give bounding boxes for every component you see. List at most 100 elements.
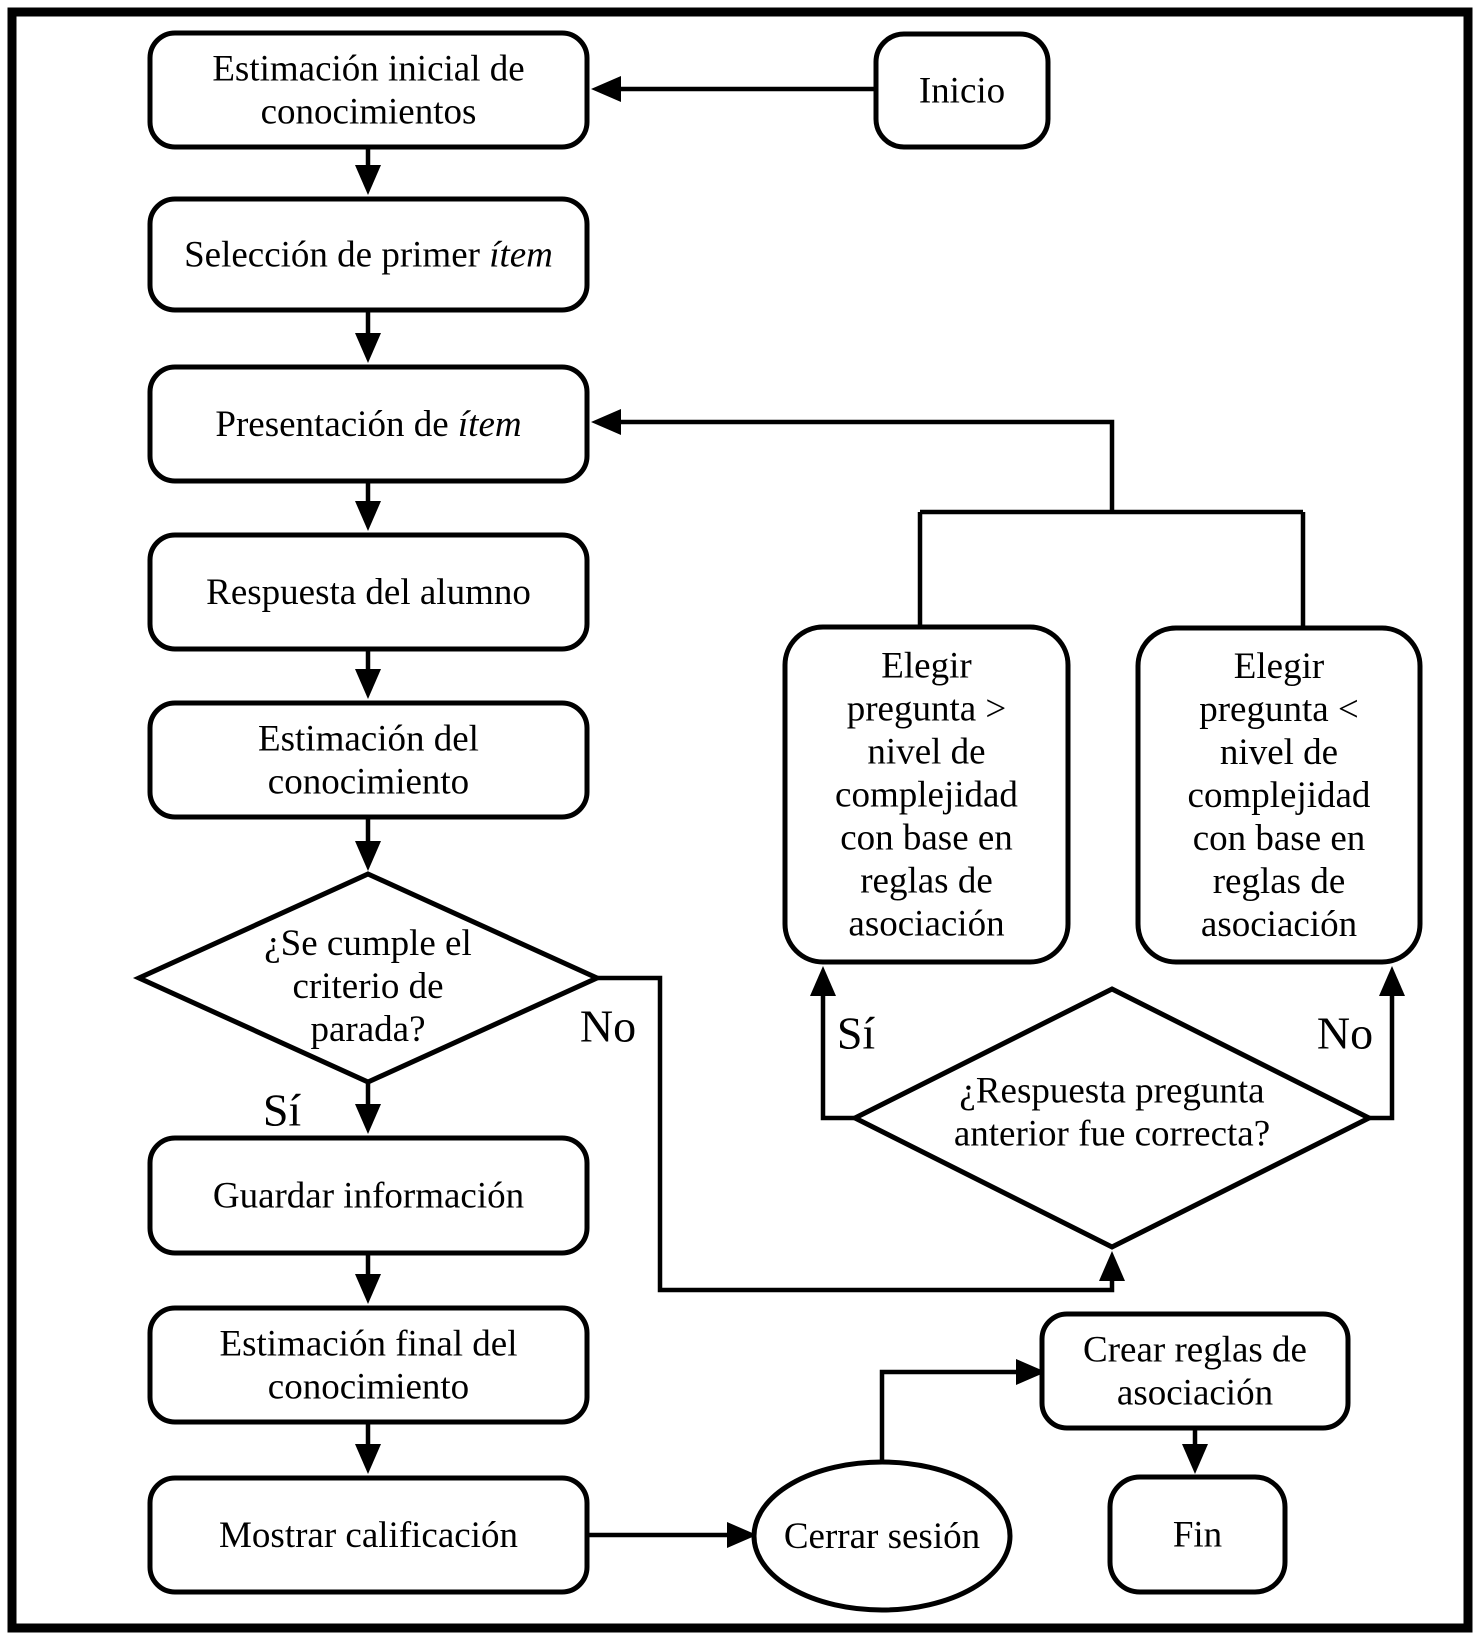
mostrar-calificacion-shape [147,1475,590,1595]
edge-junction-to-presentacion [591,409,1115,512]
cerrar-sesion-text-line: Cerrar sesión [784,1516,980,1557]
elegir-pregunta-mayor-text-line: complejidad [835,774,1018,815]
edge-estimacion-to-criterio [355,817,381,871]
edge-cerrar-sesion-to-crear-reglas [879,1359,1046,1462]
guardar-informacion-text-line: Guardar información [213,1175,524,1216]
elegir-pregunta-mayor-text-line: con base en [840,817,1013,858]
arrowhead-icon [355,841,381,871]
arrowhead-icon [355,1104,381,1134]
arrowhead-icon [355,669,381,699]
edge-line [597,975,1115,1293]
arrowhead-icon [355,333,381,363]
respuesta-correcta-text-line: anterior fue correcta? [954,1113,1270,1154]
respuesta-correcta-shape [849,986,1375,1250]
estimacion-conocimiento-shape [147,700,590,820]
crear-reglas-text-line: Crear reglas de [1083,1329,1307,1370]
respuesta-alumno-shape [147,532,590,652]
mostrar-calificacion-text-line: Mostrar calificación [219,1515,518,1556]
elegir-pregunta-mayor-text-line: pregunta > [847,688,1007,729]
estimacion-conocimiento-text-line: conocimiento [268,761,469,802]
elegir-pregunta-mayor-text-line: asociación [848,903,1004,944]
edge-criterio-si-to-guardar [355,1082,381,1134]
elegir-pregunta-mayor-text-line: reglas de [860,860,993,901]
node-cerrar-sesion: Cerrar sesión [751,1459,1013,1613]
node-seleccion-primer-item: Selección de primer ítem [147,196,590,313]
elegir-pregunta-menor-text-line: Elegir [1234,646,1324,687]
presentacion-item-shape [147,364,590,484]
edge-criterio-no-feedback [597,975,1125,1293]
node-guardar-informacion: Guardar información [147,1135,590,1256]
estimacion-inicial-shape [147,30,590,150]
arrowhead-icon [355,1274,381,1304]
crear-reglas-shape [1039,1311,1351,1431]
criterio-parada-text-line: parada? [310,1009,425,1050]
arrowhead-icon [1379,966,1405,996]
arrowhead-icon [1016,1359,1046,1385]
inicio-shape [873,31,1051,150]
arrowhead-icon [727,1522,757,1548]
edge-guardar-to-estimacion-final [355,1253,381,1304]
elegir-pregunta-mayor-shape [782,624,1071,965]
edge-correcta-si-to-elegir-mayor [810,966,855,1121]
seleccion-primer-item-text-line: Selección de primer ítem [184,234,553,275]
arrowhead-icon [591,76,621,102]
respuesta-correcta-label-si: Sí [837,1008,876,1059]
criterio-parada-shape [132,871,604,1085]
arrowhead-icon [810,966,836,996]
edge-inicio-to-estimacion-inicial [591,76,876,102]
criterio-parada-text-line: criterio de [293,966,444,1007]
arrowhead-icon [1182,1444,1208,1474]
arrowhead-icon [355,165,381,195]
fin-text-line: Fin [1173,1514,1222,1555]
presentacion-item-text-line: Presentación de ítem [215,404,521,445]
elegir-pregunta-menor-text-line: asociación [1201,904,1357,945]
edge-seleccion-to-presentacion [355,310,381,363]
elegir-pregunta-mayor-text-line: Elegir [881,645,971,686]
crear-reglas-text-line: asociación [1117,1372,1273,1413]
estimacion-final-text-line: Estimación final del [220,1323,518,1364]
edge-line [820,992,855,1121]
seleccion-primer-item-shape [147,196,590,313]
criterio-parada-label-si: Sí [263,1085,302,1136]
respuesta-correcta-text-line: ¿Respuesta pregunta [959,1070,1264,1111]
elegir-pregunta-menor-text-line: nivel de [1220,732,1338,773]
criterio-parada-text-line: ¿Se cumple el [264,923,472,964]
edge-line [617,419,1115,512]
elegir-pregunta-mayor-text-line: nivel de [867,731,985,772]
arrowhead-icon [591,409,621,435]
fin-shape [1107,1474,1288,1595]
edge-respuesta-to-estimacion [355,649,381,699]
cerrar-sesion-shape [751,1459,1013,1613]
node-respuesta-alumno: Respuesta del alumno [147,532,590,652]
estimacion-conocimiento-text-line: Estimación del [258,718,479,759]
edge-crear-reglas-to-fin [1182,1428,1208,1474]
edge-mostrar-to-cerrar-sesion [587,1522,757,1548]
node-mostrar-calificacion: Mostrar calificación [147,1475,590,1595]
criterio-parada-label-no: No [580,1001,636,1052]
edge-line [1369,992,1395,1121]
node-inicio: Inicio [873,31,1051,150]
estimacion-final-text-line: conocimiento [268,1366,469,1407]
arrowhead-icon [355,501,381,531]
respuesta-correcta-label-no: No [1317,1008,1373,1059]
elegir-pregunta-menor-text-line: pregunta < [1199,689,1359,730]
estimacion-final-shape [147,1305,590,1425]
edge-correcta-no-to-elegir-menor [1369,966,1405,1121]
respuesta-alumno-text-line: Respuesta del alumno [206,572,531,613]
elegir-pregunta-menor-text-line: reglas de [1213,861,1346,902]
edge-presentacion-to-respuesta [355,481,381,531]
node-fin: Fin [1107,1474,1288,1595]
guardar-informacion-shape [147,1135,590,1256]
estimacion-inicial-text-line: conocimientos [261,91,477,132]
edge-estimacion-inicial-to-seleccion [355,147,381,195]
figure-border [7,7,1473,1633]
edge-line [879,1369,1020,1462]
